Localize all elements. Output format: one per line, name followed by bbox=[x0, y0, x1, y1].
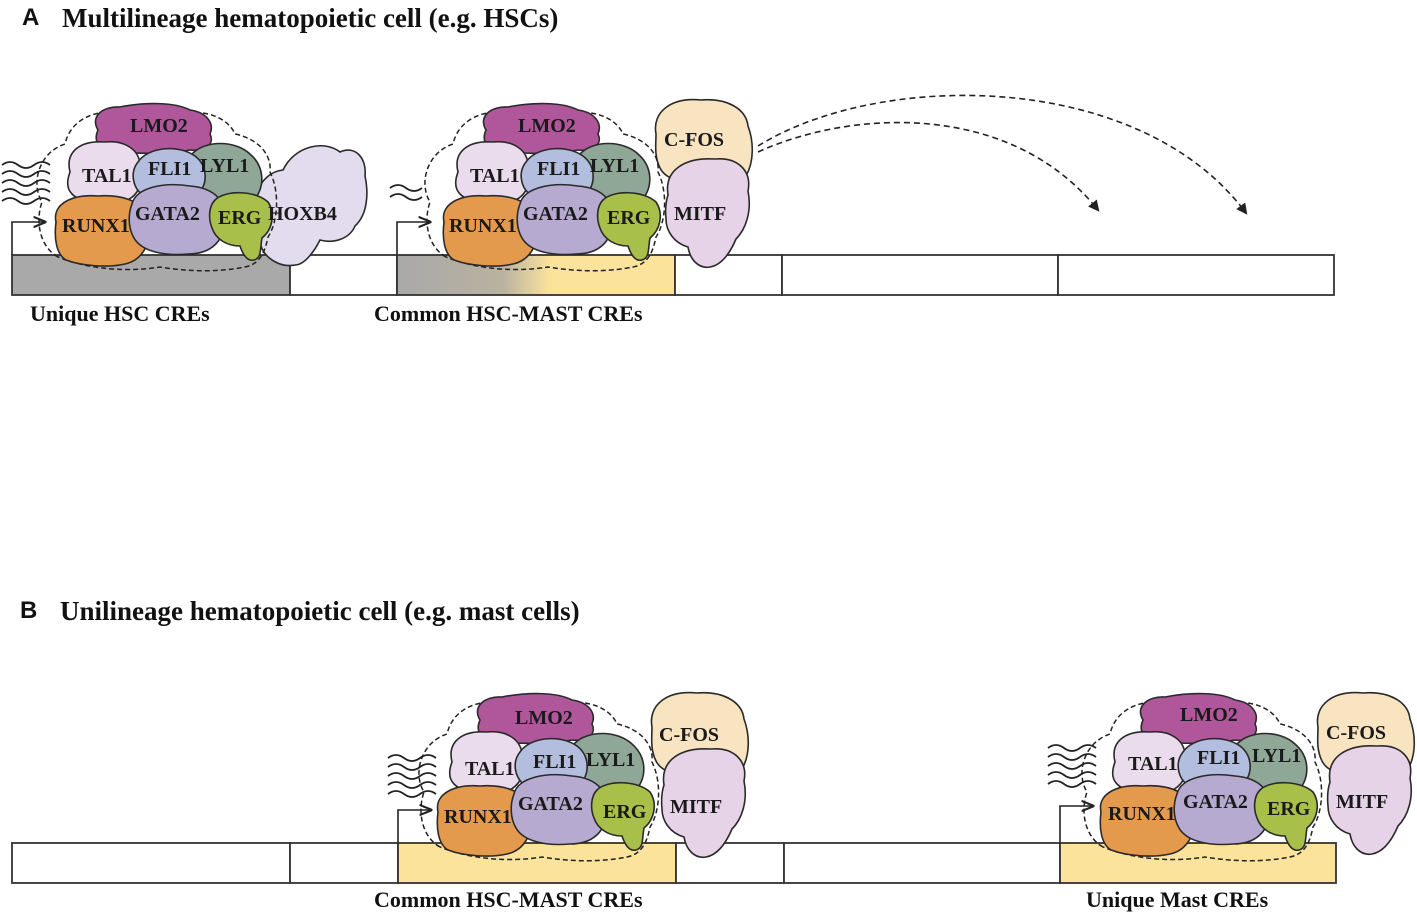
tf-label-erg: ERG bbox=[607, 207, 651, 229]
transcription-waves-icon bbox=[1, 161, 51, 205]
dna-segment bbox=[11, 842, 291, 884]
dna-segment bbox=[783, 842, 1061, 884]
tf-label-lyl1: LYL1 bbox=[586, 749, 635, 771]
tf-label-tal1: TAL1 bbox=[465, 758, 515, 780]
dashed-arrow-icon bbox=[757, 94, 1248, 215]
tf-label-tal1: TAL1 bbox=[1128, 753, 1178, 775]
tf-label-fli1: FLI1 bbox=[533, 751, 576, 773]
label-unique-mast-cres: Unique Mast CREs bbox=[1086, 887, 1269, 912]
tf-label-runx1: RUNX1 bbox=[1108, 803, 1176, 825]
transcription-waves-icon bbox=[1047, 744, 1097, 788]
tf-label-erg: ERG bbox=[1267, 798, 1311, 820]
tf-complex-hsc-common: LMO2 TAL1 FLI1 LYL1 RUNX1 GATA2 ERG C-FO… bbox=[389, 98, 754, 272]
tf-label-tal1: TAL1 bbox=[470, 165, 520, 187]
panel-a-title: Multilineage hematopoietic cell (e.g. HS… bbox=[62, 3, 558, 33]
tf-complex-mast-unique: LMO2 TAL1 FLI1 LYL1 RUNX1 GATA2 ERG C-FO… bbox=[1047, 691, 1416, 862]
tf-label-gata2: GATA2 bbox=[135, 203, 200, 225]
dna-segment bbox=[674, 254, 783, 296]
tf-label-gata2: GATA2 bbox=[523, 203, 588, 225]
tf-label-fli1: FLI1 bbox=[1197, 747, 1240, 769]
tf-label-fli1: FLI1 bbox=[148, 158, 191, 180]
tf-label-cfos: C-FOS bbox=[664, 129, 724, 151]
tf-label-lyl1: LYL1 bbox=[590, 155, 639, 177]
tf-label-mitf: MITF bbox=[1336, 791, 1388, 813]
dashed-arrow-icon bbox=[757, 121, 1100, 212]
tf-label-lmo2: LMO2 bbox=[1180, 704, 1238, 726]
tf-label-erg: ERG bbox=[218, 207, 262, 229]
tf-label-mitf: MITF bbox=[674, 203, 726, 225]
tf-label-lmo2: LMO2 bbox=[130, 115, 188, 137]
label-unique-hsc-cres: Unique HSC CREs bbox=[30, 301, 210, 326]
tf-label-cfos: C-FOS bbox=[659, 724, 719, 746]
dna-segment bbox=[289, 842, 399, 884]
unique-mast-region bbox=[1059, 842, 1337, 884]
panel-b-title: Unilineage hematopoietic cell (e.g. mast… bbox=[60, 596, 580, 626]
transcription-waves-icon bbox=[387, 754, 437, 798]
label-common-hsc-mast-cres-b: Common HSC-MAST CREs bbox=[374, 887, 643, 912]
tf-label-erg: ERG bbox=[603, 801, 647, 823]
tss-arrow-icon bbox=[1059, 806, 1093, 843]
tf-label-gata2: GATA2 bbox=[1183, 791, 1248, 813]
tf-label-mitf: MITF bbox=[670, 796, 722, 818]
tss-arrow-icon bbox=[397, 810, 431, 843]
dna-segment bbox=[781, 254, 1059, 296]
tss-arrow-icon bbox=[11, 222, 45, 255]
tf-complex-hsc-unique: LMO2 TAL1 FLI1 LYL1 RUNX1 GATA2 ERG HOXB… bbox=[1, 102, 368, 272]
tf-label-lyl1: LYL1 bbox=[1252, 745, 1301, 767]
panel-b-letter: B bbox=[20, 597, 37, 624]
panel-a-letter: A bbox=[22, 4, 39, 31]
tf-label-lyl1: LYL1 bbox=[200, 155, 249, 177]
tf-label-runx1: RUNX1 bbox=[62, 215, 130, 237]
unique-hsc-region bbox=[11, 254, 291, 296]
tf-label-gata2: GATA2 bbox=[518, 793, 583, 815]
panel-a: A Multilineage hematopoietic cell (e.g. … bbox=[1, 3, 1335, 326]
transcription-waves-icon bbox=[389, 184, 423, 201]
tf-label-lmo2: LMO2 bbox=[518, 115, 576, 137]
tf-label-runx1: RUNX1 bbox=[449, 215, 517, 237]
tf-label-cfos: C-FOS bbox=[1326, 722, 1386, 744]
tf-label-tal1: TAL1 bbox=[82, 165, 132, 187]
label-common-hsc-mast-cres-a: Common HSC-MAST CREs bbox=[374, 301, 643, 326]
tf-label-lmo2: LMO2 bbox=[515, 707, 573, 729]
dna-strand-b bbox=[11, 842, 1337, 884]
tf-complex-mast-common: LMO2 TAL1 FLI1 LYL1 RUNX1 GATA2 ERG C-FO… bbox=[387, 691, 750, 862]
common-hsc-mast-region bbox=[396, 254, 676, 296]
tss-arrow-icon bbox=[396, 222, 430, 255]
panel-b: B Unilineage hematopoietic cell (e.g. ma… bbox=[11, 596, 1416, 912]
dna-segment bbox=[1057, 254, 1335, 296]
dna-segment bbox=[289, 254, 398, 296]
tf-label-fli1: FLI1 bbox=[537, 158, 580, 180]
tf-label-runx1: RUNX1 bbox=[444, 806, 512, 828]
dna-strand-a bbox=[11, 254, 1335, 296]
tf-label-hoxb4: HOXB4 bbox=[268, 203, 337, 225]
